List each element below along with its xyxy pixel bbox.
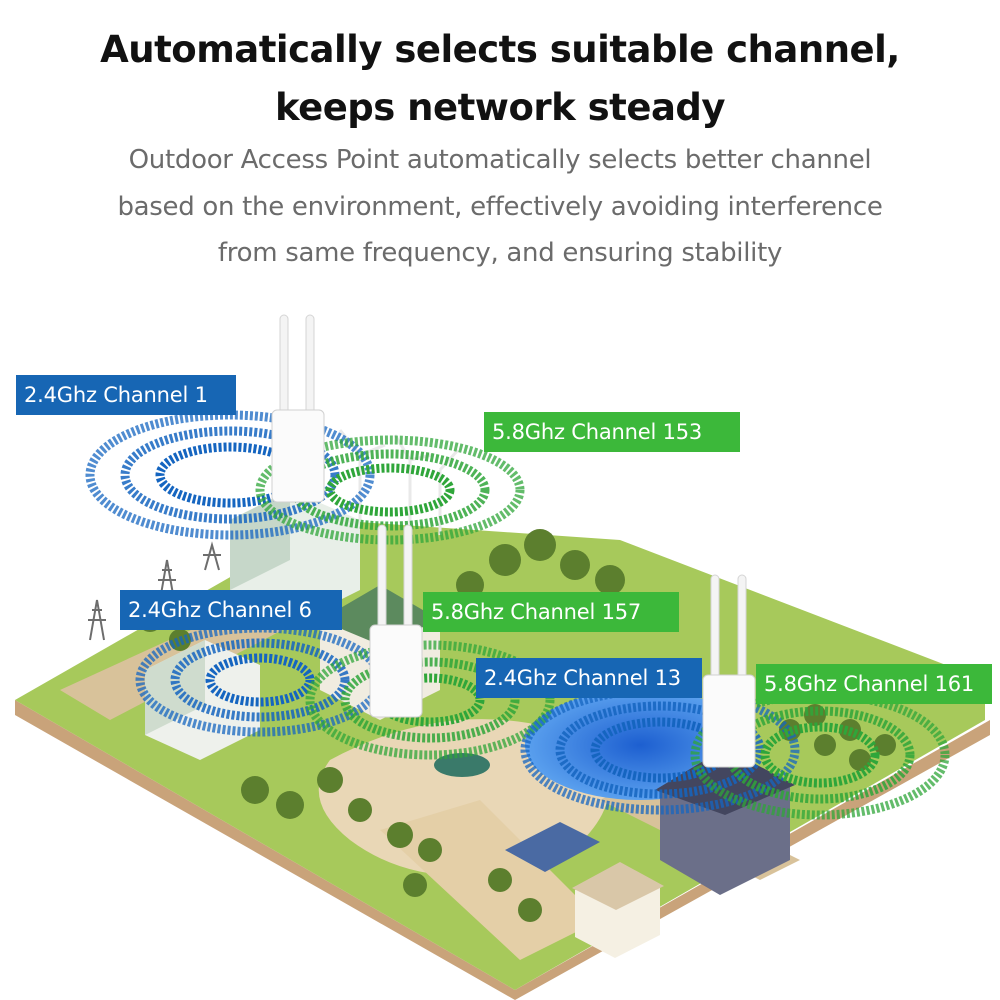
fountain [434, 753, 490, 777]
access-point-1 [271, 314, 325, 503]
channel-label-58ghz-ch161: 5.8Ghz Channel 161 [756, 664, 992, 704]
access-point-3 [702, 574, 756, 768]
description-line-3: from same frequency, and ensuring stabil… [217, 238, 783, 268]
description-line-2: based on the environment, effectively av… [117, 192, 883, 222]
trees [138, 529, 896, 922]
channel-label-58ghz-ch153: 5.8Ghz Channel 153 [484, 412, 740, 452]
description-line-1: Outdoor Access Point automatically selec… [128, 145, 872, 175]
channel-label-58ghz-ch157: 5.8Ghz Channel 157 [423, 592, 679, 632]
access-point-2 [369, 524, 423, 718]
heading-line-2: keeps network steady [274, 86, 726, 129]
heading-line-1: Automatically selects suitable channel, [100, 28, 900, 71]
channel-label-24ghz-ch13: 2.4Ghz Channel 13 [476, 658, 702, 698]
channel-label-24ghz-ch6: 2.4Ghz Channel 6 [120, 590, 342, 630]
channel-label-24ghz-ch1: 2.4Ghz Channel 1 [16, 375, 236, 415]
solar-panels [505, 822, 600, 872]
power-pylons [88, 541, 221, 641]
